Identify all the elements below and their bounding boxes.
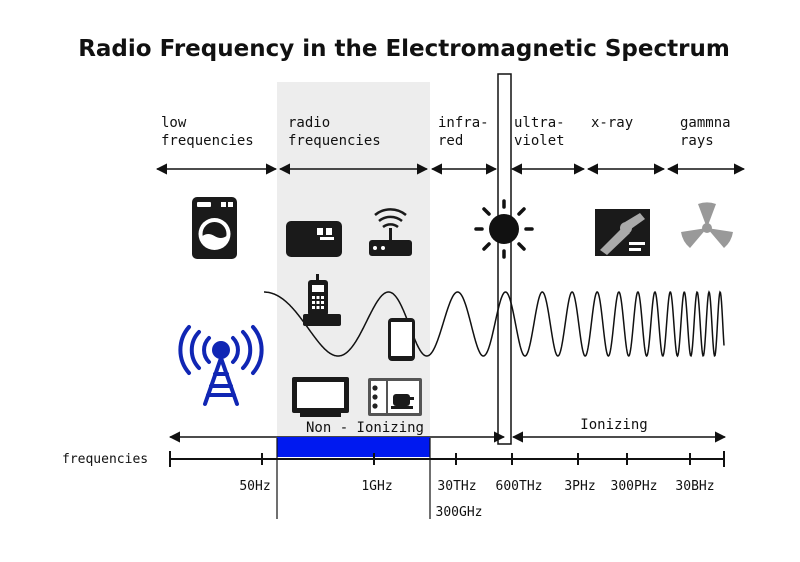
tick-label-30bhz: 30BHz xyxy=(675,479,714,494)
xray-icon xyxy=(595,209,650,256)
ionizing-label: Ionizing xyxy=(580,417,647,433)
band-label-uv-2: violet xyxy=(514,133,565,149)
tick-label-300phz: 300PHz xyxy=(611,479,658,494)
microwave-icon xyxy=(368,378,422,416)
radiation-icon xyxy=(681,202,733,248)
band-label-gamma-2: rays xyxy=(680,133,714,149)
radio-tower-icon xyxy=(178,325,264,406)
washing-machine-icon xyxy=(192,197,237,259)
frequency-wave xyxy=(264,290,725,358)
axis-label: frequencies xyxy=(62,452,148,467)
band-label-radio-2: frequencies xyxy=(288,133,381,149)
wifi-router-icon xyxy=(369,208,412,256)
axis-ticks xyxy=(169,451,725,467)
cordless-phone-icon xyxy=(303,274,341,326)
band-label-infrared-1: infra- xyxy=(438,115,489,131)
band-label-low-2: frequencies xyxy=(161,133,254,149)
visible-light-divider xyxy=(497,73,512,445)
tick-label-50hz: 50Hz xyxy=(239,479,270,494)
band-label-xray-1: x-ray xyxy=(591,115,633,131)
page-title: Radio Frequency in the Electromagnetic S… xyxy=(78,36,730,62)
radio-icon xyxy=(286,221,342,257)
radio-frequency-highlight xyxy=(277,437,430,457)
tick-label-1ghz: 1GHz xyxy=(361,479,392,494)
band-label-radio-1: radio xyxy=(288,115,330,131)
tick-label-3phz: 3PHz xyxy=(564,479,595,494)
smartphone-icon xyxy=(388,318,415,361)
band-label-infrared-2: red xyxy=(438,133,463,149)
non-ionizing-label: Non - Ionizing xyxy=(306,420,424,436)
sun-icon xyxy=(474,199,534,259)
tick-label-30thz: 30THz xyxy=(437,479,476,494)
tick-label-300ghz: 300GHz xyxy=(436,505,483,520)
television-icon xyxy=(292,377,349,417)
band-label-gamma-1: gammna xyxy=(680,115,731,131)
band-label-low-1: low xyxy=(161,115,187,131)
band-label-uv-1: ultra- xyxy=(514,115,565,131)
tick-label-600thz: 600THz xyxy=(496,479,543,494)
